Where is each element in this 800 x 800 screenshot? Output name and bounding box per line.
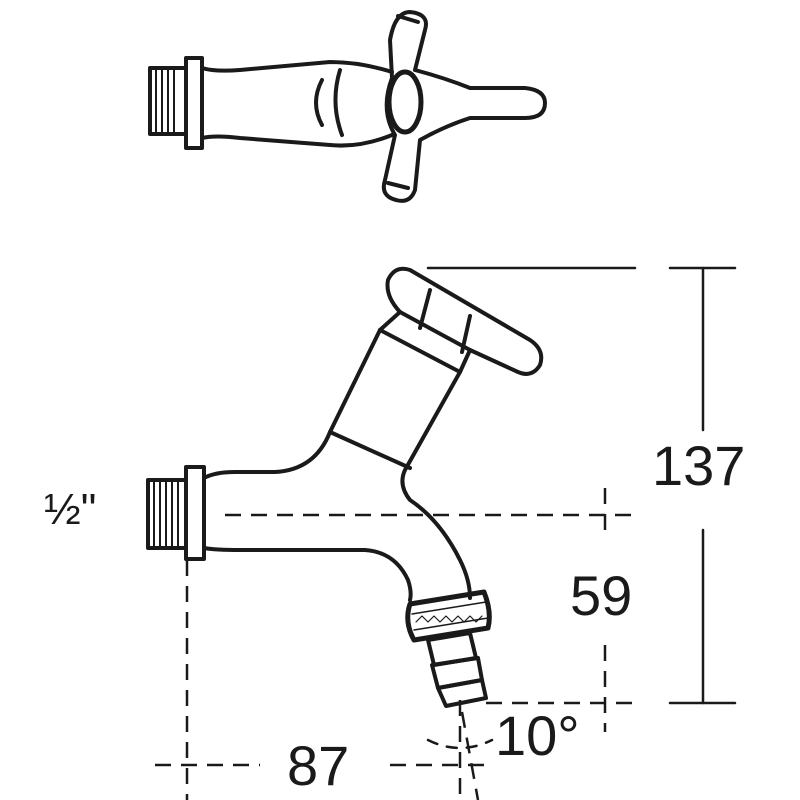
thread-lines-top <box>155 69 175 133</box>
angle-arc <box>426 738 494 750</box>
tap-top-view <box>148 10 547 203</box>
thread-size-label: ½" <box>44 485 97 534</box>
dimension-height-label: 137 <box>652 434 746 497</box>
dimension-lines <box>426 266 737 705</box>
thread-lines-side <box>153 481 179 547</box>
dimension-projection-label: 87 <box>287 734 350 797</box>
dashed-guides <box>155 488 638 800</box>
dimension-angle-label: 10° <box>495 704 580 767</box>
dimension-outlet-height-label: 59 <box>570 564 633 627</box>
tap-side-view <box>146 266 544 708</box>
